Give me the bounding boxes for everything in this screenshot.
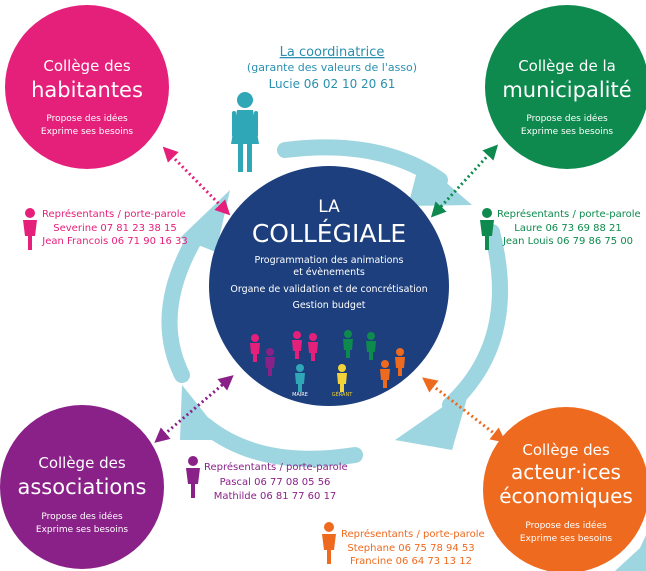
college-economiques-line1: Collège des	[522, 441, 609, 459]
collegiale-circle	[209, 166, 449, 406]
coordinator-title: La coordinatrice	[280, 45, 385, 60]
representants-habitants-p1: Severine 07 81 23 38 15	[53, 223, 176, 234]
member-person-icon	[295, 364, 305, 392]
cycle-arrowhead-right	[395, 388, 470, 450]
college-associations-desc2: Exprime ses besoins	[36, 525, 129, 535]
coordinator-subtitle: (garante des valeurs de l'asso)	[247, 61, 417, 74]
college-economiques-line2: acteur·ices	[511, 460, 621, 484]
representants-habitants-p2: Jean Francois 06 71 90 16 33	[41, 236, 187, 247]
cycle-arrow-left	[161, 222, 208, 383]
college-economiques-desc2: Exprime ses besoins	[520, 534, 613, 544]
member-person-icon	[343, 330, 353, 358]
college-habitants: Collège des habitantes Propose des idées…	[5, 5, 169, 169]
person-icon	[480, 208, 494, 250]
member-person-icon	[265, 348, 275, 376]
collegiale-line2: COLLÉGIALE	[252, 219, 406, 248]
representants-economiques: Représentants / porte-parole Stephane 06…	[322, 522, 485, 567]
college-habitants-circle	[5, 5, 169, 169]
member-person-icon	[380, 360, 390, 388]
corner-accent	[615, 535, 646, 571]
college-municipalite-circle	[485, 5, 646, 169]
college-municipalite-line1: Collège de la	[518, 57, 616, 75]
collegiale-role3: Gestion budget	[292, 300, 365, 311]
college-associations-line1: Collège des	[38, 454, 125, 472]
college-associations: Collège des associations Propose des idé…	[0, 405, 164, 569]
college-associations-line2: associations	[17, 475, 146, 499]
collegiale-members	[250, 330, 405, 392]
representants-habitants: Représentants / porte-parole Severine 07…	[23, 208, 188, 250]
member-person-icon	[337, 364, 347, 392]
representants-economiques-p1: Stephane 06 75 78 94 53	[347, 543, 474, 554]
college-municipalite-desc2: Exprime ses besoins	[521, 127, 614, 137]
college-municipalite-desc1: Propose des idées	[526, 113, 608, 124]
college-economiques-circle	[483, 407, 646, 571]
coordinator-contact: Lucie 06 02 10 20 61	[269, 77, 396, 91]
dotted-link-economiques	[422, 377, 506, 443]
representants-economiques-p2: Francine 06 64 73 13 12	[350, 556, 472, 567]
gerant-label: GÉRANT	[332, 390, 353, 398]
dotted-link-municipalite	[430, 144, 499, 218]
collegiale-role2: Organe de validation et de concrétisatio…	[230, 284, 427, 295]
representants-municipalite-p1: Laure 06 73 69 88 21	[514, 223, 622, 234]
representants-municipalite-title: Représentants / porte-parole	[497, 208, 641, 220]
member-person-icon	[308, 333, 318, 361]
maire-label: MAIRE	[292, 392, 308, 398]
representants-habitants-title: Représentants / porte-parole	[42, 208, 186, 220]
college-habitants-desc1: Propose des idées	[46, 113, 128, 124]
collegiale-role1a: Programmation des animations	[255, 255, 404, 266]
college-habitants-line2: habitantes	[31, 78, 143, 102]
representants-associations-p1: Pascal 06 77 08 05 56	[220, 477, 331, 488]
member-person-icon	[366, 332, 376, 360]
representants-municipalite-p2: Jean Louis 06 79 86 75 00	[502, 236, 633, 247]
representants-associations: Représentants / porte-parole Pascal 06 7…	[186, 456, 348, 502]
collegiale-role1b: et évènements	[293, 267, 365, 278]
representants-municipalite: Représentants / porte-parole Laure 06 73…	[480, 208, 641, 250]
college-economiques-line3: économiques	[499, 484, 633, 508]
cycle-arrowhead-bottom	[180, 385, 226, 440]
collegiale-line1: LA	[318, 197, 340, 217]
college-economiques-desc1: Propose des idées	[525, 520, 607, 531]
coordinator: La coordinatrice (garante des valeurs de…	[231, 45, 417, 172]
member-person-icon	[250, 334, 260, 362]
person-icon	[23, 208, 37, 250]
member-person-icon	[292, 331, 302, 359]
person-icon	[322, 522, 336, 564]
collegiale: LA COLLÉGIALE Programmation des animatio…	[209, 166, 449, 406]
woman-icon	[231, 92, 259, 172]
person-icon	[186, 456, 200, 498]
cycle-arrow-right	[442, 224, 508, 413]
representants-associations-title: Représentants / porte-parole	[204, 461, 348, 473]
dotted-links	[154, 144, 506, 443]
college-municipalite-line2: municipalité	[502, 78, 631, 102]
college-economiques: Collège des acteur·ices économiques Prop…	[483, 407, 646, 571]
member-person-icon	[395, 348, 405, 376]
college-habitants-desc2: Exprime ses besoins	[41, 127, 134, 137]
dotted-link-habitants	[162, 146, 231, 216]
representants-economiques-title: Représentants / porte-parole	[341, 528, 485, 540]
college-habitants-line1: Collège des	[43, 57, 130, 75]
cycle-arrow-bottom	[197, 417, 363, 467]
college-municipalite: Collège de la municipalité Propose des i…	[485, 5, 646, 169]
college-associations-desc1: Propose des idées	[41, 511, 123, 522]
representants-associations-p2: Mathilde 06 81 77 60 17	[214, 491, 337, 502]
college-associations-circle	[0, 405, 164, 569]
